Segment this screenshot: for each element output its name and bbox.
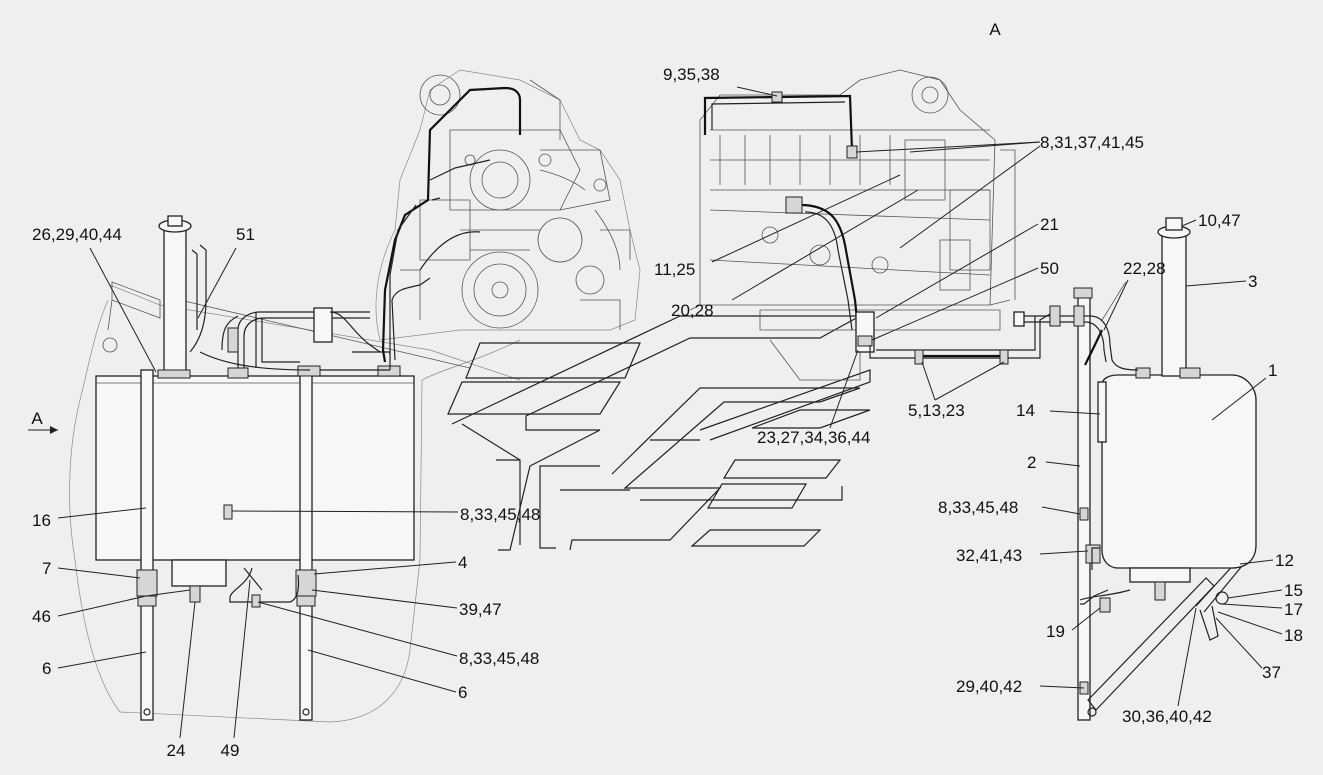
- callout-20-28: 20,28: [671, 301, 714, 320]
- callout-18: 18: [1284, 626, 1303, 645]
- left-view-outline: [69, 284, 521, 723]
- right-view-support: [1073, 287, 1243, 721]
- filler-neck-left: [158, 215, 207, 377]
- callout-46: 46: [32, 607, 51, 626]
- callout-14: 14: [1016, 401, 1035, 420]
- filler-neck-right: [1135, 217, 1201, 379]
- callout-2: 2: [1027, 453, 1036, 472]
- callout-51: 51: [236, 225, 255, 244]
- engine-right-view: [689, 69, 1016, 381]
- callout-30-36-40-42: 30,36,40,42: [1122, 707, 1212, 726]
- callout-6-right: 6: [458, 683, 467, 702]
- section-mark-top: A: [989, 20, 1001, 39]
- callout-8-33-45-48-mid: 8,33,45,48: [460, 505, 540, 524]
- section-label-left: A: [31, 409, 43, 428]
- callout-37: 37: [1262, 663, 1281, 682]
- engine-left-view: [375, 69, 641, 341]
- callout-26-29-40-44: 26,29,40,44: [32, 225, 122, 244]
- callout-6-left: 6: [42, 659, 51, 678]
- callout-8-33-45-48-low: 8,33,45,48: [459, 649, 539, 668]
- frame-rails: [447, 315, 871, 551]
- top-fittings-left: [157, 365, 401, 520]
- callout-17: 17: [1284, 600, 1303, 619]
- callout-49: 49: [221, 741, 240, 760]
- callout-5-13-23: 5,13,23: [908, 401, 965, 420]
- fuel-tank-right: [1091, 374, 1257, 601]
- callout-7: 7: [42, 559, 51, 578]
- callout-8-33-45-48-right: 8,33,45,48: [938, 498, 1018, 517]
- callout-11-25: 11,25: [654, 260, 695, 279]
- tank-straps-left: [136, 369, 317, 721]
- callouts: 26,29,40,44 51 9,35,38 8,31,37,41,45 10,…: [32, 65, 1303, 760]
- callout-15: 15: [1284, 581, 1303, 600]
- callout-23-27-34-36-44: 23,27,34,36,44: [757, 428, 870, 447]
- callout-21: 21: [1040, 215, 1059, 234]
- callout-8-31-37-41-45: 8,31,37,41,45: [1040, 133, 1144, 152]
- callout-4: 4: [458, 553, 467, 572]
- callout-39-47: 39,47: [459, 600, 502, 619]
- callout-3: 3: [1248, 272, 1257, 291]
- callout-16: 16: [32, 511, 51, 530]
- callout-22-28: 22,28: [1123, 259, 1166, 278]
- callout-29-40-42: 29,40,42: [956, 677, 1022, 696]
- section-mark-left: A: [28, 409, 58, 434]
- mounting-bracket-left: [102, 281, 471, 369]
- callout-10-47: 10,47: [1198, 211, 1241, 230]
- callout-1: 1: [1268, 361, 1277, 380]
- fuel-pipe-engine-right: [703, 91, 1051, 365]
- callout-19: 19: [1046, 622, 1065, 641]
- fuel-lines-right: [1013, 281, 1139, 613]
- callout-50: 50: [1040, 259, 1059, 278]
- section-label-top: A: [989, 20, 1001, 39]
- callout-24: 24: [167, 741, 186, 760]
- callout-9-35-38: 9,35,38: [663, 65, 720, 84]
- callout-32-41-43: 32,41,43: [956, 546, 1022, 565]
- callout-12: 12: [1275, 551, 1294, 570]
- sump-left: [171, 559, 300, 608]
- fuel-lines-left: [199, 307, 391, 371]
- fuel-pipe-engine-left: [381, 86, 621, 363]
